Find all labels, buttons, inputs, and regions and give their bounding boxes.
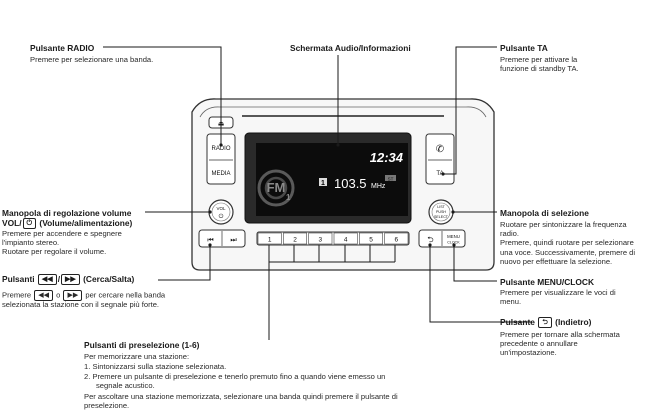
band-sub-label: 1 xyxy=(286,193,291,202)
band-label: FM xyxy=(267,180,286,195)
callout-lines xyxy=(103,46,532,340)
svg-text:VOL: VOL xyxy=(216,206,226,211)
back-callout-desc: Premere per tornare alla schermata prece… xyxy=(500,330,620,358)
radio-callout-desc: Premere per selezionare una banda. xyxy=(30,55,154,64)
menu-callout-desc2: menu. xyxy=(500,297,522,306)
svg-text:1: 1 xyxy=(321,180,325,187)
back-arrow-icon: ⮌ xyxy=(538,317,552,329)
selector-callout-title: Manopola di selezione xyxy=(500,208,589,218)
radio-button-label: RADIO xyxy=(211,146,230,152)
power-icon: ⏻ xyxy=(219,213,224,220)
rds-badge xyxy=(385,175,396,181)
preset-button-2[interactable] xyxy=(283,232,307,245)
preset-button-label: 3 xyxy=(319,237,323,244)
volume-callout-desc3: Ruotare per regolare il volume. xyxy=(2,247,107,256)
svg-text:PUSH: PUSH xyxy=(436,210,446,214)
seek-back-icon: ◀◀ xyxy=(37,274,57,286)
svg-text:SELECT: SELECT xyxy=(434,215,449,219)
volume-callout-desc1: Premere per accendere e spegnere xyxy=(2,229,122,238)
phone-ta-button-group xyxy=(425,133,455,185)
phone-icon[interactable]: ✆ xyxy=(436,144,444,155)
svg-text:ST: ST xyxy=(388,176,394,181)
preset-button-3[interactable] xyxy=(308,232,333,245)
ta-callout-title: Pulsante TA xyxy=(500,43,548,53)
seek-back-icon: ◀◀ xyxy=(34,290,54,301)
preset-button-4[interactable] xyxy=(333,232,358,245)
radio-callout-title: Pulsante RADIO xyxy=(30,43,95,53)
menu-callout-title: Pulsante MENU/CLOCK xyxy=(500,277,594,287)
seek-callout-desc2: selezionata la stazione con il segnale p… xyxy=(2,300,160,309)
seek-back-icon[interactable]: ⏮ xyxy=(207,237,213,244)
preset-button-label: 4 xyxy=(344,237,348,244)
svg-text:MENU[interactable]: MENU xyxy=(447,234,460,239)
preset-callout-step2b: segnale acustico. xyxy=(96,381,155,390)
volume-callout-desc2: l'impianto stereo. xyxy=(2,238,60,247)
frequency-display: 103.5 xyxy=(334,176,367,191)
frequency-unit: MHz xyxy=(371,183,386,190)
seek-forward-icon: ▶▶ xyxy=(61,274,80,286)
preset-button-label: 1 xyxy=(268,237,272,244)
screen-callout-title: Schermata Audio/Informazioni xyxy=(290,43,411,53)
back-arrow-icon[interactable]: ⮌ xyxy=(427,235,433,244)
preset-button-label: 6 xyxy=(395,237,399,244)
ta-callout-desc2: funzione di standby TA. xyxy=(500,64,579,73)
selector-callout-desc: Ruotare per sintonizzare la frequenza ra… xyxy=(500,220,636,266)
preset-buttons: 1 2 3 4 5 6 xyxy=(257,232,409,245)
volume-knob[interactable] xyxy=(208,199,234,225)
svg-text:CLOCK: CLOCK xyxy=(447,241,460,245)
svg-text:LIST: LIST xyxy=(437,205,445,209)
seek-forward-icon[interactable]: ⏭ xyxy=(230,237,237,244)
ta-button-label[interactable]: TA xyxy=(436,171,443,177)
seek-callout-title: Pulsanti ◀◀/▶▶ (Cerca/Salta) xyxy=(2,274,135,286)
preset-callout-outro2: preselezione. xyxy=(84,401,130,410)
preset-button-label: 2 xyxy=(293,237,297,244)
preset-button-5[interactable] xyxy=(359,232,383,245)
media-button-label: MEDIA xyxy=(211,171,230,177)
volume-callout-title: Manopola di regolazione volume xyxy=(2,208,132,218)
preset-button-1[interactable] xyxy=(257,232,282,245)
preset-callout-step2a: 2. Premere un pulsante di preselezione e… xyxy=(84,372,386,381)
volume-callout-title2: VOL/⏻ (Volume/alimentazione) xyxy=(2,218,133,230)
preset-callout-intro: Per memorizzare una stazione: xyxy=(84,352,190,361)
fm-band-icon: FM 1 xyxy=(257,169,295,207)
ta-callout-desc1: Premere per attivare la xyxy=(500,55,578,64)
preset-button-label: 5 xyxy=(369,237,373,244)
preset-indicator xyxy=(319,178,327,186)
back-callout-title: Pulsante ⮌ (Indietro) xyxy=(500,317,592,329)
clock-display: 12:34 xyxy=(370,150,404,165)
preset-callout-outro1: Per ascoltare una stazione memorizzata, … xyxy=(84,392,398,401)
menu-callout-desc1: Premere per visualizzare le voci di xyxy=(500,288,616,297)
power-icon: ⏻ xyxy=(22,218,37,230)
preset-callout-title: Pulsanti di preselezione (1-6) xyxy=(84,340,200,350)
preset-button-6[interactable] xyxy=(384,232,409,245)
seek-forward-icon: ▶▶ xyxy=(63,290,83,301)
seek-callout-desc1: Premere ◀◀ o ▶▶ per cercare nella banda xyxy=(2,290,166,301)
preset-callout-step1: 1. Sintonizzarsi sulla stazione selezion… xyxy=(84,362,227,371)
